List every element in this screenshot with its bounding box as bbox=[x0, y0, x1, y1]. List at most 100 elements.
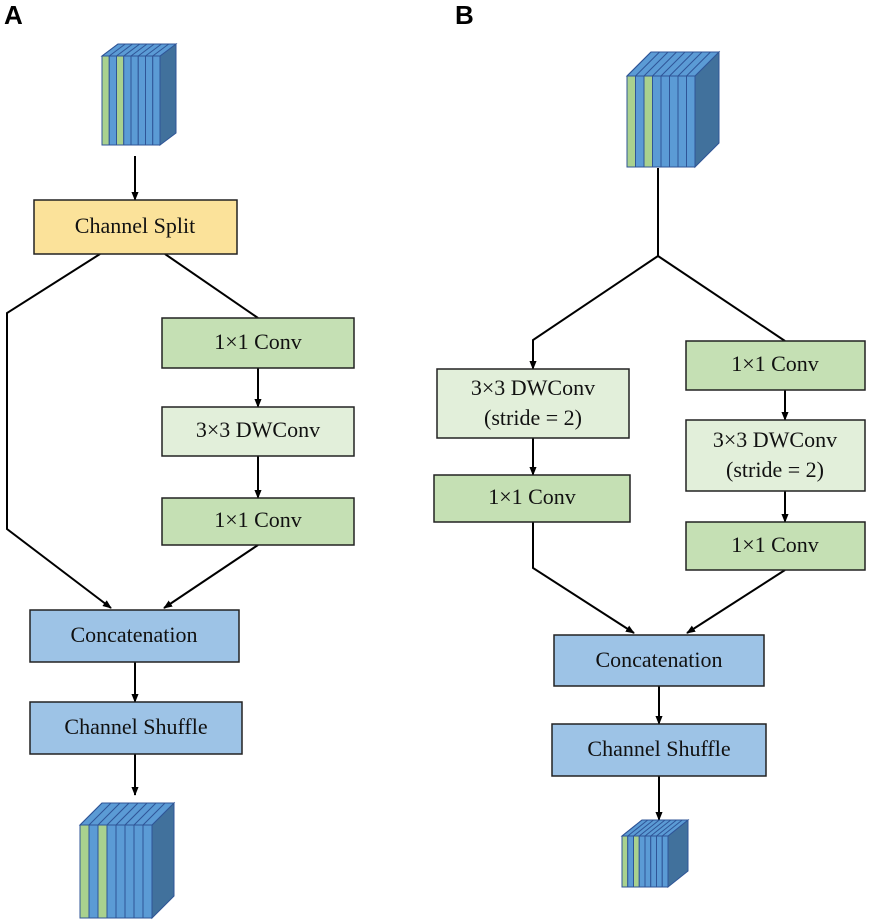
cube-top-divider bbox=[635, 51, 660, 77]
cube-stripe bbox=[142, 824, 153, 919]
cube-top-divider bbox=[656, 819, 677, 837]
cube-stripe bbox=[656, 835, 663, 888]
cube-top-divider bbox=[142, 802, 166, 826]
cube-top-divider bbox=[652, 51, 677, 77]
cube-stripe bbox=[633, 835, 640, 888]
cube-top-divider bbox=[137, 43, 155, 57]
conv1-node bbox=[161, 317, 355, 369]
cube-stripe bbox=[660, 75, 670, 168]
cube-stripe bbox=[661, 835, 669, 888]
cube-top-divider bbox=[101, 43, 119, 57]
panel-a-letter: A bbox=[4, 0, 23, 30]
cube-stripe bbox=[137, 55, 146, 146]
cube-stripe bbox=[124, 824, 135, 919]
right-conv1-label: 1×1 Conv bbox=[731, 351, 819, 376]
cube-top-divider bbox=[97, 802, 121, 826]
cube-top-divider bbox=[108, 43, 126, 57]
feature-map-cube-icon bbox=[625, 50, 721, 169]
left-conv-node bbox=[433, 474, 631, 523]
cube-top-divider bbox=[644, 819, 666, 837]
left-conv-label: 1×1 Conv bbox=[488, 484, 576, 509]
cube-stripe bbox=[130, 55, 139, 146]
edge-split-to-concat-left bbox=[6, 253, 112, 609]
panel-b: B 3×3 DWConv (stride = 2) 1×1 Conv 1×1 C… bbox=[433, 0, 866, 889]
edge-fork-to-left-dwconv bbox=[529, 255, 659, 370]
concatenation-label-b: Concatenation bbox=[595, 647, 722, 672]
right-conv1-node bbox=[685, 340, 866, 391]
left-dwconv-label-line2: (stride = 2) bbox=[484, 405, 582, 430]
cube-top-divider bbox=[124, 802, 148, 826]
channel-shuffle-label-b: Channel Shuffle bbox=[587, 736, 730, 761]
cube-top-divider bbox=[661, 819, 683, 837]
cube-side-face bbox=[159, 43, 177, 146]
right-conv2-label: 1×1 Conv bbox=[731, 532, 819, 557]
cube-stripe bbox=[108, 55, 117, 146]
cube-stripe bbox=[643, 75, 653, 168]
cube-top-divider bbox=[123, 43, 141, 57]
cube-top-divider bbox=[677, 51, 703, 77]
cube-top-divider bbox=[79, 802, 103, 826]
cube-top-divider bbox=[643, 51, 669, 77]
cube-stripe bbox=[133, 824, 144, 919]
cube-stripe bbox=[638, 835, 646, 888]
cube-stripe bbox=[145, 55, 154, 146]
channel-split-label: Channel Split bbox=[75, 213, 195, 238]
panel-b-letter: B bbox=[455, 0, 474, 30]
cube-stripe bbox=[115, 824, 126, 919]
cube-stripe bbox=[635, 75, 645, 168]
right-dwconv-node bbox=[685, 419, 866, 492]
cube-stripe bbox=[652, 75, 662, 168]
cube-top-divider bbox=[686, 51, 711, 77]
cube-top-divider bbox=[627, 819, 649, 837]
right-dwconv-label-line1: 3×3 DWConv bbox=[713, 427, 837, 452]
edge-conv2-to-concat bbox=[163, 544, 259, 609]
edge-fork-to-right-conv1 bbox=[657, 255, 786, 342]
concatenation-node-b bbox=[553, 634, 765, 687]
cube-top-divider bbox=[116, 43, 133, 57]
channel-shuffle-node bbox=[29, 701, 243, 755]
cube-stripe bbox=[97, 824, 108, 919]
cube-top-divider bbox=[115, 802, 139, 826]
left-dwconv-label-line1: 3×3 DWConv bbox=[471, 375, 595, 400]
conv1-label: 1×1 Conv bbox=[214, 329, 302, 354]
cube-stripe bbox=[106, 824, 117, 919]
right-dwconv-label-line2: (stride = 2) bbox=[726, 457, 824, 482]
concatenation-label: Concatenation bbox=[70, 622, 197, 647]
cube-stripe bbox=[101, 55, 110, 146]
conv2-node bbox=[161, 497, 355, 546]
cube-top-divider bbox=[152, 43, 170, 57]
channel-shuffle-node-b bbox=[551, 723, 767, 777]
concatenation-node bbox=[29, 609, 240, 663]
edge-left-conv-to-concat bbox=[532, 522, 635, 634]
cube-top-divider bbox=[650, 819, 672, 837]
cube-top-divider bbox=[145, 43, 162, 57]
cube-top-divider bbox=[130, 43, 148, 57]
cube-stripe bbox=[669, 75, 679, 168]
cube-top-divider bbox=[88, 802, 112, 826]
cube-stripe bbox=[627, 835, 634, 888]
cube-stripe bbox=[79, 824, 90, 919]
edge-right-conv2-to-concat bbox=[686, 569, 786, 634]
left-dwconv-node bbox=[436, 368, 630, 439]
cube-stripe bbox=[123, 55, 132, 146]
cube-stripe bbox=[88, 824, 99, 919]
cube-top-divider bbox=[660, 51, 686, 77]
cube-top-divider bbox=[106, 802, 130, 826]
cube-stripe bbox=[650, 835, 657, 888]
right-conv2-node bbox=[685, 521, 866, 571]
cube-stripe bbox=[621, 835, 629, 888]
cube-stripe bbox=[116, 55, 125, 146]
cube-top-divider bbox=[633, 819, 654, 837]
cube-top-divider bbox=[621, 819, 643, 837]
cube-top-divider bbox=[133, 802, 157, 826]
dwconv-label: 3×3 DWConv bbox=[196, 417, 320, 442]
cube-top-divider bbox=[669, 51, 694, 77]
channel-shuffle-label: Channel Shuffle bbox=[64, 714, 207, 739]
channel-split-node bbox=[33, 199, 238, 255]
feature-map-cube-icon bbox=[100, 43, 178, 146]
feature-map-cube-icon bbox=[620, 818, 690, 889]
conv2-label: 1×1 Conv bbox=[214, 507, 302, 532]
panel-a: A Channel Split 1×1 Conv 3×3 DWConv 1×1 … bbox=[4, 0, 355, 920]
cube-stripe bbox=[152, 55, 161, 146]
